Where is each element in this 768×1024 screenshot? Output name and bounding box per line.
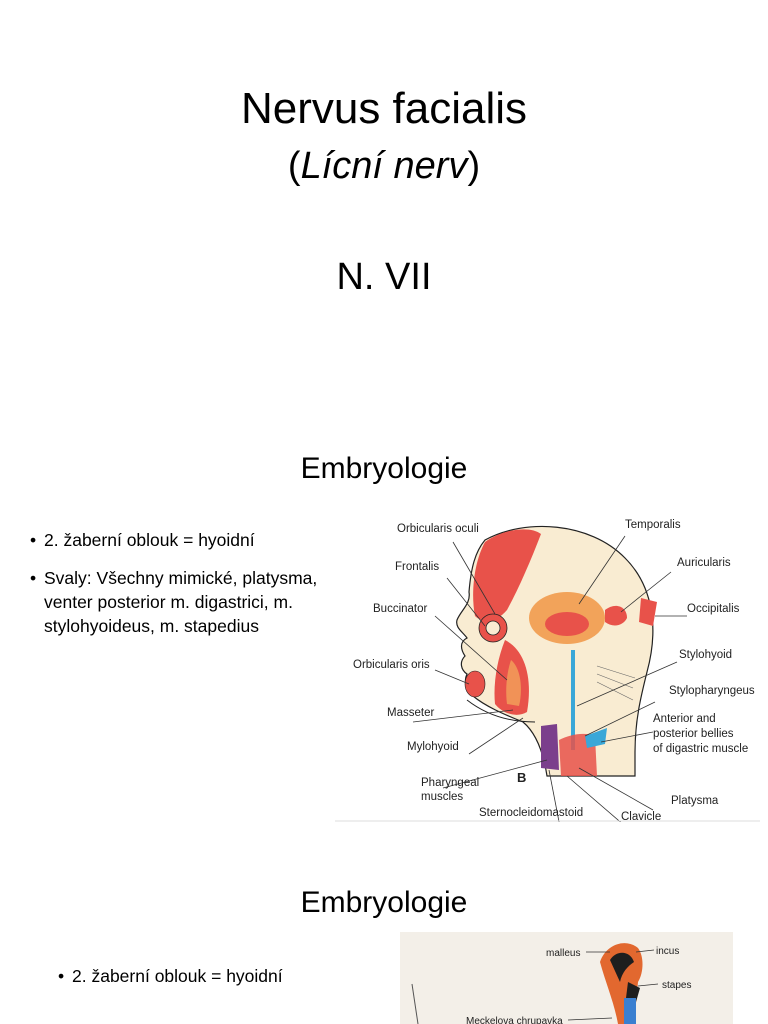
embryology-slide-2: Embryologie 2. žaberní oblouk = hyoidní …	[0, 860, 768, 1024]
bullet-item: Svaly: Všechny mimické, platysma, venter…	[30, 566, 320, 638]
label-stylopharyngeus: Stylopharyngeus	[669, 685, 755, 697]
label-malleus: malleus	[546, 948, 580, 959]
label-digastric-3: of digastric muscle	[653, 743, 748, 755]
label-orbicularis-oris: Orbicularis oris	[353, 659, 430, 671]
pharyngeal-muscles	[541, 724, 559, 770]
facial-muscles-figure: Orbicularis oculi Temporalis Frontalis A…	[335, 519, 760, 822]
title-slide: Nervus facialis (Lícní nerv) N. VII	[0, 0, 768, 420]
label-stapes: stapes	[662, 980, 691, 991]
slide-heading: Embryologie	[300, 886, 468, 919]
label-stylohyoid: Stylohyoid	[679, 649, 732, 661]
stylohyoid-muscle	[571, 650, 575, 750]
occipitalis-muscle	[639, 598, 657, 626]
label-sternocleidomastoid: Sternocleidomastoid	[479, 807, 583, 819]
bullet-item: 2. žaberní oblouk = hyoidní	[30, 528, 320, 552]
slide-subtitle: (Lícní nerv)	[287, 145, 481, 187]
label-digastric-1: Anterior and	[653, 713, 716, 725]
label-platysma: Platysma	[671, 795, 719, 807]
slide-heading: Embryologie	[300, 452, 468, 485]
stapes-shape	[624, 998, 636, 1024]
label-auricularis: Auricularis	[677, 557, 731, 569]
label-digastric-2: posterior bellies	[653, 728, 734, 740]
nerve-number: N. VII	[336, 256, 432, 298]
auricularis-muscle	[605, 605, 627, 626]
label-orbicularis-oculi: Orbicularis oculi	[397, 523, 479, 535]
label-buccinator: Buccinator	[373, 603, 428, 615]
bullet-item: 2. žaberní oblouk = hyoidní	[58, 964, 358, 988]
label-temporalis: Temporalis	[625, 519, 681, 531]
label-masseter: Masseter	[387, 707, 434, 719]
subtitle-italic: Lícní nerv	[300, 145, 468, 187]
embryology-slide: Embryologie 2. žaberní oblouk = hyoidní …	[0, 420, 768, 860]
bullet-list: 2. žaberní oblouk = hyoidní	[58, 964, 358, 1002]
label-pharyngeal-1: Pharyngeal	[421, 777, 479, 789]
label-meckel: Meckelova chrupavka	[466, 1016, 563, 1024]
bullet-list: 2. žaberní oblouk = hyoidní Svaly: Všech…	[30, 528, 320, 652]
label-pharyngeal-2: muscles	[421, 791, 463, 803]
label-occipitalis: Occipitalis	[687, 603, 740, 615]
label-clavicle: Clavicle	[621, 811, 661, 822]
orbicularis-oris-muscle	[464, 670, 486, 698]
slide-title: Nervus facialis	[240, 84, 528, 133]
label-mylohyoid: Mylohyoid	[407, 741, 459, 753]
ear-ossicles-figure: malleus incus stapes Meckelova chrupavka	[400, 932, 733, 1024]
label-incus: incus	[656, 946, 679, 957]
panel-letter: B	[517, 770, 526, 785]
label-frontalis: Frontalis	[395, 561, 439, 573]
frontalis-muscle	[473, 529, 541, 621]
